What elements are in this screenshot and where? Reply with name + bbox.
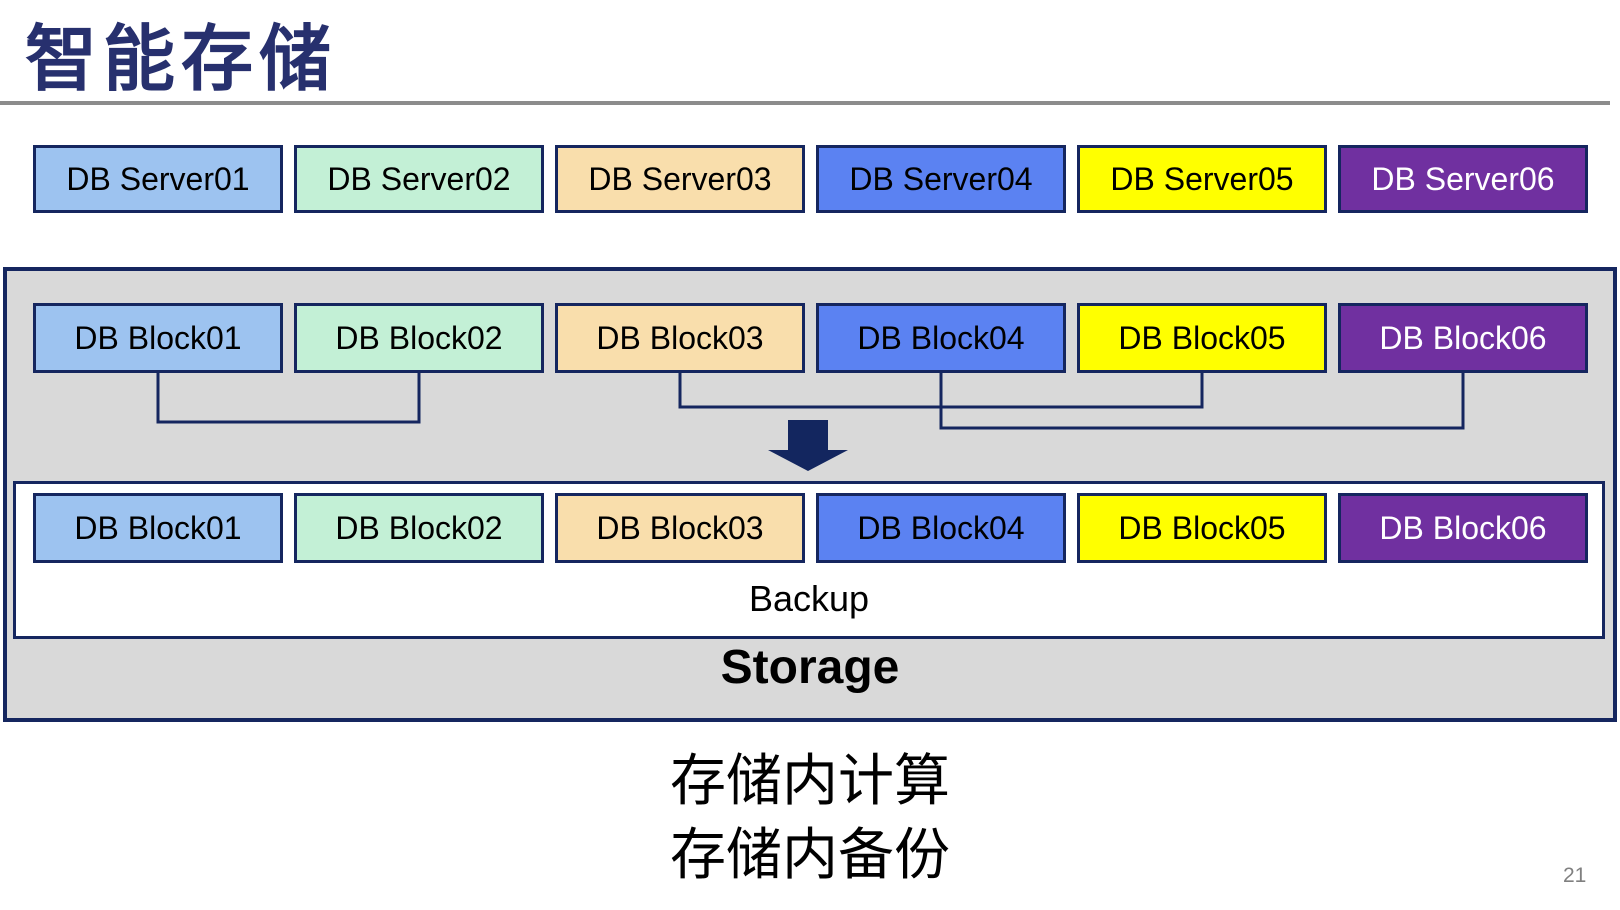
db-block02-top-box: DB Block02 — [294, 303, 544, 373]
db-block04-backup-box: DB Block04 — [816, 493, 1066, 563]
title-divider — [0, 101, 1610, 105]
db-block-row-backup: DB Block01 DB Block02 DB Block03 DB Bloc… — [33, 493, 1588, 563]
backup-label: Backup — [748, 578, 870, 619]
connector-block04-block06 — [939, 373, 1465, 430]
db-block03-backup-box: DB Block03 — [555, 493, 805, 563]
db-server01-box: DB Server01 — [33, 145, 283, 213]
down-arrow-icon — [768, 420, 848, 471]
db-server03-box: DB Server03 — [555, 145, 805, 213]
db-server05-box: DB Server05 — [1077, 145, 1327, 213]
db-server02-box: DB Server02 — [294, 145, 544, 213]
storage-container: DB Block01 DB Block02 DB Block03 DB Bloc… — [3, 267, 1617, 722]
db-server04-box: DB Server04 — [816, 145, 1066, 213]
page-number: 21 — [1563, 864, 1587, 887]
db-block05-top-box: DB Block05 — [1077, 303, 1327, 373]
db-server-row: DB Server01 DB Server02 DB Server03 DB S… — [33, 145, 1588, 213]
db-block05-backup-box: DB Block05 — [1077, 493, 1327, 563]
db-block03-top-box: DB Block03 — [555, 303, 805, 373]
caption-block: 存储内计算 存储内备份 — [0, 744, 1620, 892]
connector-block01-block02 — [156, 373, 421, 424]
db-block06-top-box: DB Block06 — [1338, 303, 1588, 373]
db-block06-backup-box: DB Block06 — [1338, 493, 1588, 563]
db-block02-backup-box: DB Block02 — [294, 493, 544, 563]
db-block01-backup-box: DB Block01 — [33, 493, 283, 563]
page-title: 智能存储 — [25, 20, 338, 100]
caption-line-2: 存储内备份 — [670, 823, 950, 886]
db-block01-top-box: DB Block01 — [33, 303, 283, 373]
connector-lines — [156, 373, 1465, 471]
caption-line-1: 存储内计算 — [670, 749, 950, 812]
db-block04-top-box: DB Block04 — [816, 303, 1066, 373]
db-block-row-top: DB Block01 DB Block02 DB Block03 DB Bloc… — [33, 303, 1588, 373]
db-server06-box: DB Server06 — [1338, 145, 1588, 213]
storage-label: Storage — [720, 641, 900, 694]
backup-box: DB Block01 DB Block02 DB Block03 DB Bloc… — [13, 481, 1605, 639]
